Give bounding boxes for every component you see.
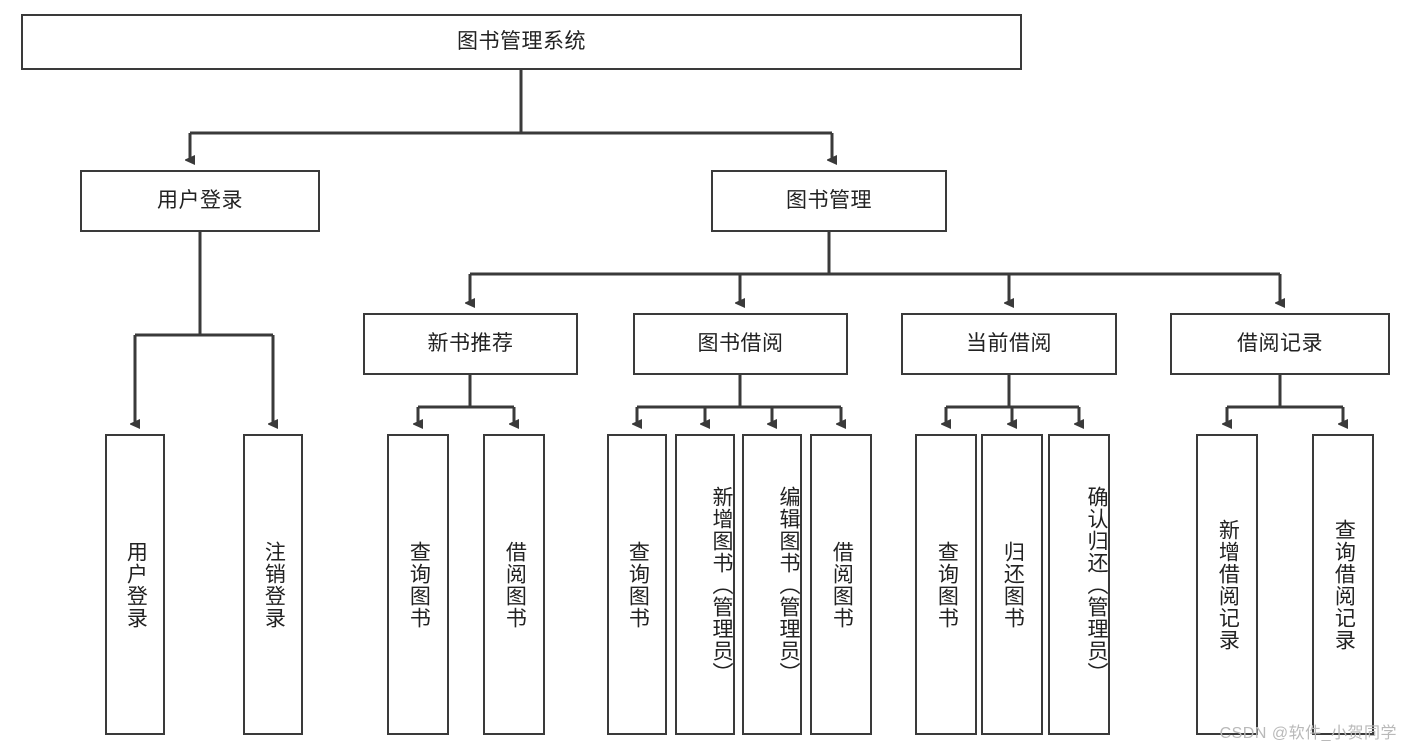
node-book-manage[interactable]: 图书管理	[711, 170, 947, 232]
node-leaf-add-record[interactable]: 新增借阅记录	[1196, 434, 1258, 735]
leaf-label: 注销登录	[262, 540, 286, 629]
node-root-label: 图书管理系统	[457, 30, 586, 54]
leaf-label: 查询图书	[935, 540, 959, 629]
node-user-login[interactable]: 用户登录	[80, 170, 320, 232]
leaf-label: 确认归还（管理员）	[1085, 485, 1108, 684]
leaf-label: 新增借阅记录	[1216, 518, 1240, 651]
node-leaf-add-book[interactable]: 新增图书（管理员）	[675, 434, 735, 735]
node-leaf-logout[interactable]: 注销登录	[243, 434, 303, 735]
leaf-label: 借阅图书	[503, 540, 527, 629]
node-new-book-recommend-label: 新书推荐	[427, 332, 514, 356]
leaf-label: 借阅图书	[830, 540, 854, 629]
node-root[interactable]: 图书管理系统	[21, 14, 1022, 70]
node-current-borrow-label: 当前借阅	[966, 332, 1052, 356]
leaf-label: 查询图书	[407, 540, 431, 629]
node-leaf-query-book-3[interactable]: 查询图书	[915, 434, 977, 735]
node-borrow-record[interactable]: 借阅记录	[1170, 313, 1390, 375]
node-leaf-query-record[interactable]: 查询借阅记录	[1312, 434, 1374, 735]
node-new-book-recommend[interactable]: 新书推荐	[363, 313, 578, 375]
watermark: CSDN @软件_小贺同学	[1219, 725, 1397, 742]
node-book-borrow[interactable]: 图书借阅	[633, 313, 848, 375]
leaf-label: 用户登录	[124, 540, 148, 629]
node-user-login-label: 用户登录	[157, 189, 243, 213]
node-leaf-return-book[interactable]: 归还图书	[981, 434, 1043, 735]
leaf-label: 新增图书（管理员）	[710, 485, 733, 684]
leaf-label: 查询借阅记录	[1332, 518, 1356, 651]
node-borrow-record-label: 借阅记录	[1237, 332, 1323, 356]
node-book-borrow-label: 图书借阅	[697, 332, 784, 356]
node-leaf-user-login[interactable]: 用户登录	[105, 434, 165, 735]
node-current-borrow[interactable]: 当前借阅	[901, 313, 1117, 375]
node-leaf-borrow-book-1[interactable]: 借阅图书	[483, 434, 545, 735]
leaf-label: 编辑图书（管理员）	[777, 485, 800, 684]
leaf-label: 归还图书	[1001, 540, 1025, 629]
node-book-manage-label: 图书管理	[786, 189, 872, 213]
node-leaf-query-book-2[interactable]: 查询图书	[607, 434, 667, 735]
leaf-label: 查询图书	[626, 540, 650, 629]
node-leaf-edit-book[interactable]: 编辑图书（管理员）	[742, 434, 802, 735]
node-leaf-query-book-1[interactable]: 查询图书	[387, 434, 449, 735]
node-leaf-borrow-book-2[interactable]: 借阅图书	[810, 434, 872, 735]
node-leaf-confirm-return[interactable]: 确认归还（管理员）	[1048, 434, 1110, 735]
